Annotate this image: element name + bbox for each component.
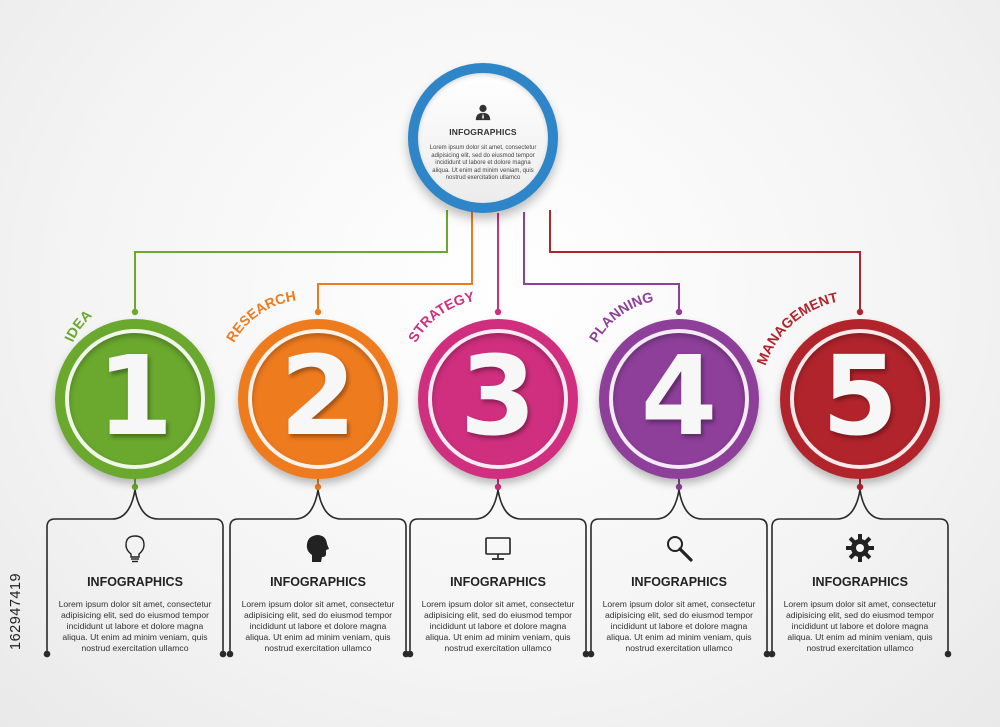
card-title-3: INFOGRAPHICS (450, 575, 546, 589)
step-inner-3: 3 (432, 333, 564, 465)
connector-step-4 (523, 212, 680, 312)
person-icon (475, 104, 491, 121)
step-number-1: 1 (96, 332, 174, 460)
step-circle-2: 2 (238, 319, 398, 479)
gear-icon (846, 534, 874, 562)
magnifier-icon (667, 536, 693, 562)
card-bracket-3 (409, 489, 587, 652)
card-bracket-1 (46, 489, 224, 652)
step-number-2: 2 (279, 332, 357, 460)
connector-step-2 (317, 212, 473, 312)
card-text-5: Lorem ipsum dolor sit amet, consectetur … (783, 599, 937, 653)
step-inner-1: 1 (69, 333, 201, 465)
step-number-3: 3 (459, 332, 537, 460)
step-inner-2: 2 (252, 333, 384, 465)
connector-step-5 (549, 210, 861, 312)
lightbulb-icon (125, 535, 145, 563)
head-icon (306, 535, 329, 562)
step-circle-4: 4 (599, 319, 759, 479)
watermark-id: 162947419 (8, 572, 24, 650)
card-title-4: INFOGRAPHICS (631, 575, 727, 589)
card-title-2: INFOGRAPHICS (270, 575, 366, 589)
card-title-1: INFOGRAPHICS (87, 575, 183, 589)
card-text-2: Lorem ipsum dolor sit amet, consectetur … (241, 599, 395, 653)
step-number-5: 5 (821, 332, 899, 460)
hub-content: INFOGRAPHICS Lorem ipsum dolor sit amet,… (418, 73, 548, 203)
step-number-4: 4 (640, 332, 718, 460)
card-bracket-2 (229, 489, 407, 652)
card-text-1: Lorem ipsum dolor sit amet, consectetur … (58, 599, 212, 653)
hub-circle: INFOGRAPHICS Lorem ipsum dolor sit amet,… (408, 63, 558, 213)
card-bracket-5 (771, 489, 949, 652)
hub-title: INFOGRAPHICS (449, 127, 517, 137)
monitor-icon (485, 537, 511, 560)
step-circle-1: 1 (55, 319, 215, 479)
card-text-4: Lorem ipsum dolor sit amet, consectetur … (602, 599, 756, 653)
card-title-5: INFOGRAPHICS (812, 575, 908, 589)
step-inner-5: 5 (794, 333, 926, 465)
hub-text: Lorem ipsum dolor sit amet, consectetur … (429, 145, 537, 182)
connector-step-1 (134, 210, 448, 312)
card-text-3: Lorem ipsum dolor sit amet, consectetur … (421, 599, 575, 653)
step-circle-5: 5 (780, 319, 940, 479)
step-circle-3: 3 (418, 319, 578, 479)
card-bracket-4 (590, 489, 768, 652)
step-inner-4: 4 (613, 333, 745, 465)
